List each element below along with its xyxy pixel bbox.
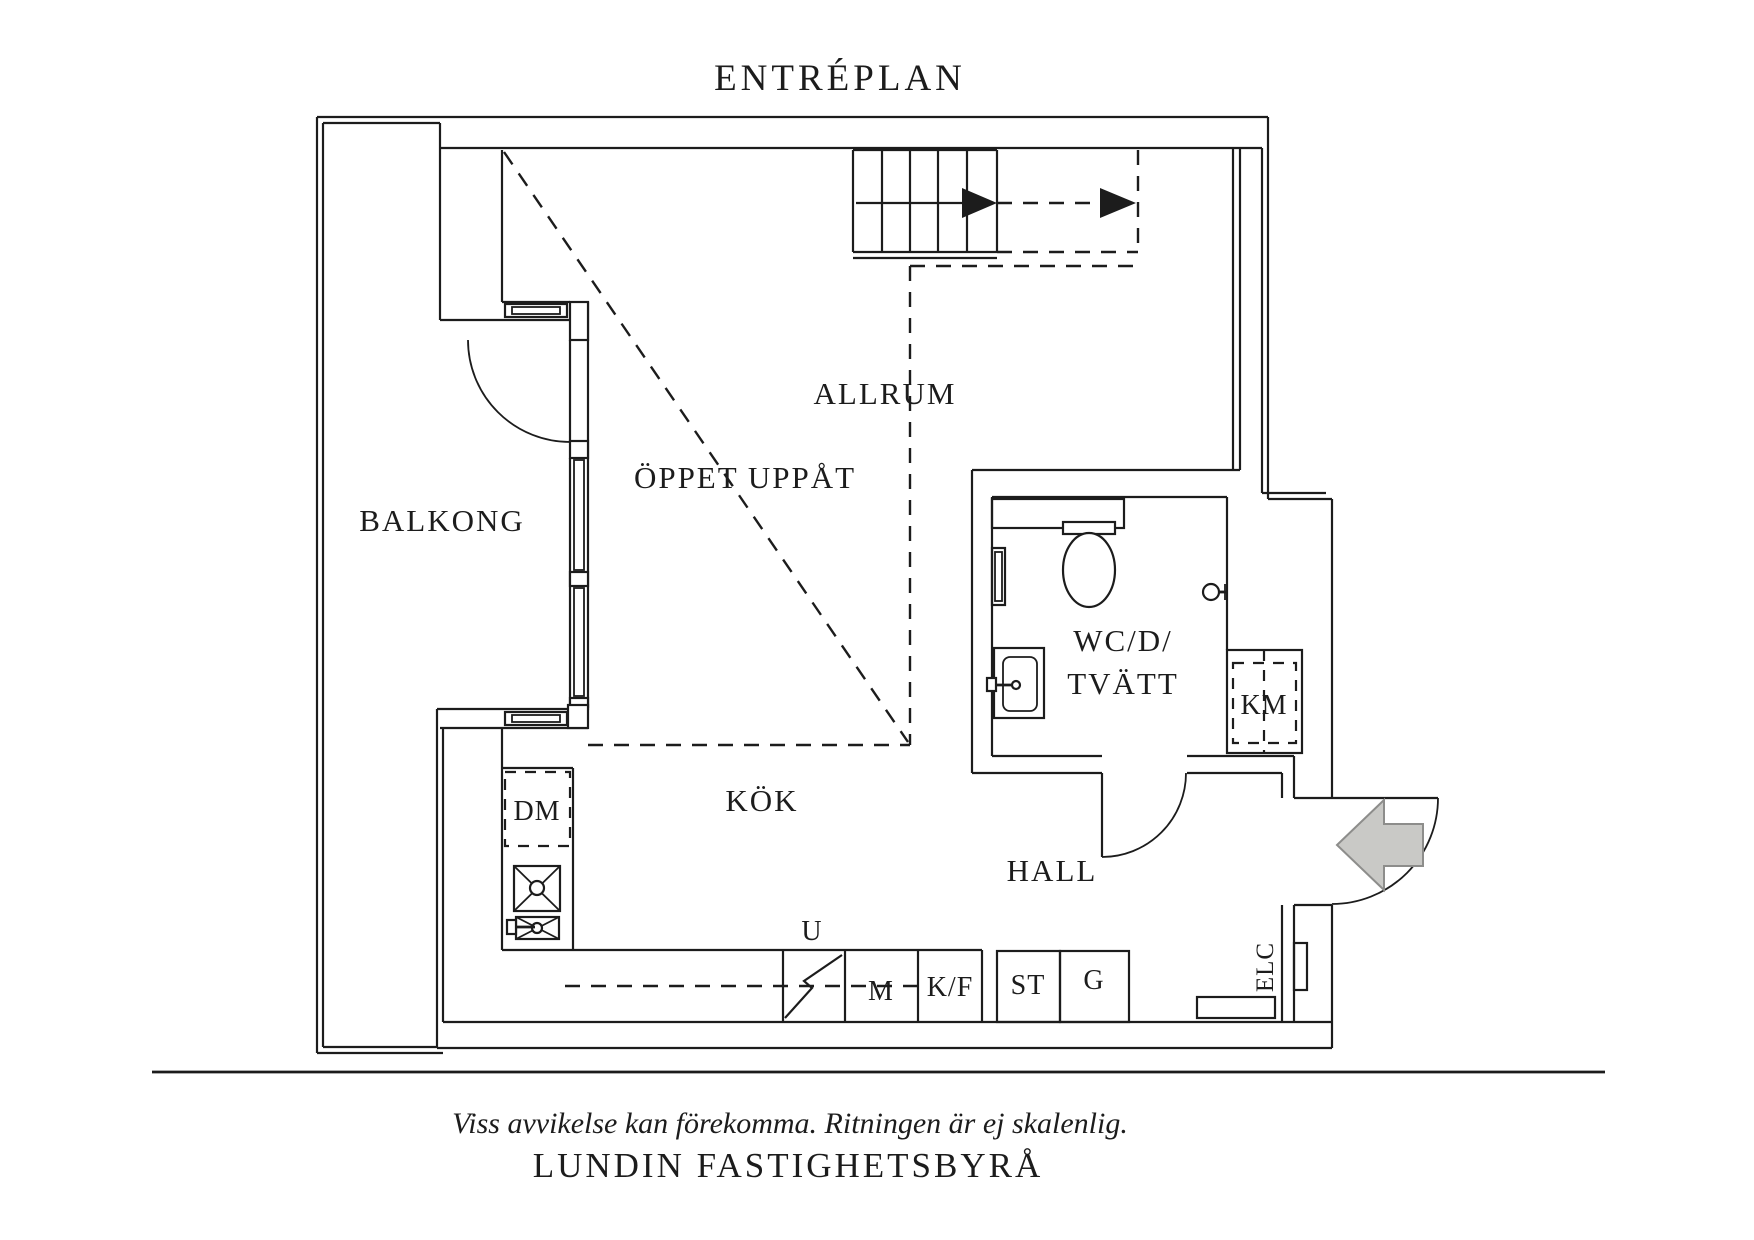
balcony-walls xyxy=(315,115,1268,1055)
footer-agency: LUNDIN FASTIGHETSBYRÅ xyxy=(533,1146,1044,1185)
wardrobe-g-box xyxy=(1058,949,1131,1024)
entrance-door-swing-arc xyxy=(1331,797,1439,905)
kitchen-window-icon xyxy=(503,703,590,730)
washing-machine-box xyxy=(1225,648,1304,755)
label-balcony: BALKONG xyxy=(359,503,525,538)
wc-fixtures xyxy=(985,497,1228,720)
entrance-arrow-icon xyxy=(1335,797,1424,893)
label-microwave: M xyxy=(868,976,894,1007)
kitchen-counter xyxy=(500,728,984,1022)
label-open-above: ÖPPET UPPÅT xyxy=(634,460,856,495)
house-walls xyxy=(435,117,1334,1050)
label-electrical-cabinet: ELC xyxy=(1252,942,1279,992)
label-living-room: ALLRUM xyxy=(814,376,957,411)
dashed-diagonal xyxy=(503,151,909,743)
sink-icon xyxy=(512,864,562,913)
shower-mixer-icon xyxy=(1201,582,1228,602)
balcony-door xyxy=(467,300,590,443)
open-ceiling-dashed-lines xyxy=(503,151,912,747)
door-post xyxy=(568,300,590,342)
label-kitchen: KÖK xyxy=(725,783,798,818)
bathroom-counter xyxy=(990,497,1126,530)
footer-disclaimer: Viss avvikelse kan förekomma. Ritningen … xyxy=(452,1107,1128,1140)
stair-arrow-icon xyxy=(962,188,997,218)
label-wardrobe: G xyxy=(1083,965,1104,996)
wc-walls xyxy=(970,468,1294,775)
hall-wardrobes xyxy=(995,949,1131,1024)
mirror-icon xyxy=(990,546,1007,607)
door-threshold xyxy=(503,302,569,319)
label-hallway: HALL xyxy=(1007,853,1098,888)
label-dishwasher: DM xyxy=(513,796,560,827)
elc-cabinet xyxy=(1292,941,1309,992)
entry-mat xyxy=(1195,995,1277,1020)
label-bathroom-line2: TVÄTT xyxy=(1067,666,1179,701)
label-fridge-freezer: K/F xyxy=(927,972,974,1003)
faucet-icon xyxy=(505,918,518,936)
label-bathroom-line1: WC/D/ xyxy=(1073,623,1173,658)
washbasin-icon xyxy=(985,646,1046,720)
hob-icon xyxy=(505,915,561,941)
page-title: ENTRÉPLAN xyxy=(714,57,966,99)
label-washing-machine: KM xyxy=(1240,690,1287,721)
balcony-door-swing-arc xyxy=(467,339,571,443)
label-oven: U xyxy=(801,916,822,947)
stairs-icon xyxy=(851,148,1140,268)
stair-arrow2-icon xyxy=(1100,188,1136,218)
oven-symbol-icon xyxy=(784,954,843,1019)
toilet-icon xyxy=(1061,520,1117,609)
balcony-window-icon xyxy=(568,439,590,711)
label-closet: ST xyxy=(1011,970,1046,1001)
dishwasher-box xyxy=(503,770,572,848)
wc-door-swing-arc xyxy=(1101,772,1187,858)
wc-door xyxy=(1100,772,1187,858)
